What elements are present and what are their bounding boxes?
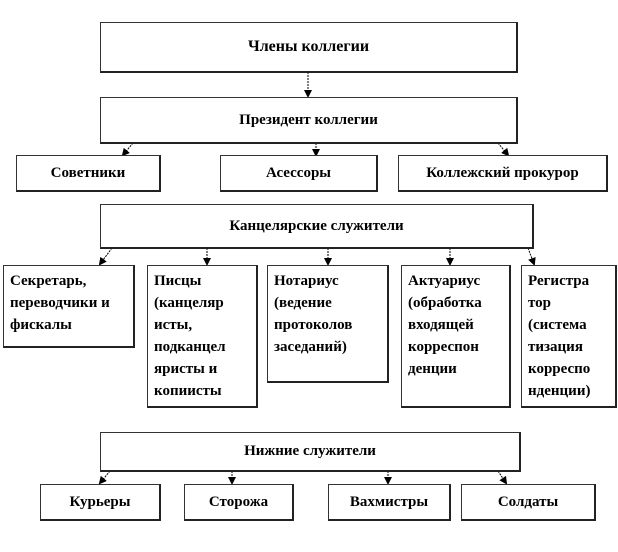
box-guards: Сторожа — [184, 484, 294, 521]
box-chancery: Канцелярские служители — [100, 204, 534, 249]
box-scribes: Писцы (канцеляр исты, подканцел яристы и… — [147, 265, 258, 408]
arrow — [497, 470, 508, 485]
box-prosecutor: Коллежский прокурор — [398, 155, 608, 192]
box-soldiers: Солдаты — [461, 484, 596, 521]
arrow — [497, 142, 510, 157]
arrow — [527, 247, 536, 266]
box-notary: Нотариус (ведение протоколов заседаний) — [267, 265, 389, 383]
box-president: Президент коллегии — [100, 97, 518, 144]
box-actuary: Актуариус (обработка входящей корреспон … — [401, 265, 511, 408]
arrow — [121, 142, 134, 157]
arrow — [98, 470, 111, 485]
box-advisors: Советники — [16, 155, 161, 192]
box-sergeants: Вахмистры — [328, 484, 451, 521]
box-secretary: Секретарь, переводчики и фискалы — [3, 265, 135, 348]
arrow — [98, 247, 113, 266]
box-couriers: Курьеры — [40, 484, 161, 521]
box-college-members: Члены коллегии — [100, 22, 518, 73]
box-assessors: Асессоры — [220, 155, 378, 192]
box-registrar: Регистра тор (система тизация корреспо н… — [521, 265, 617, 408]
box-lower-servants: Нижние служители — [100, 432, 521, 472]
